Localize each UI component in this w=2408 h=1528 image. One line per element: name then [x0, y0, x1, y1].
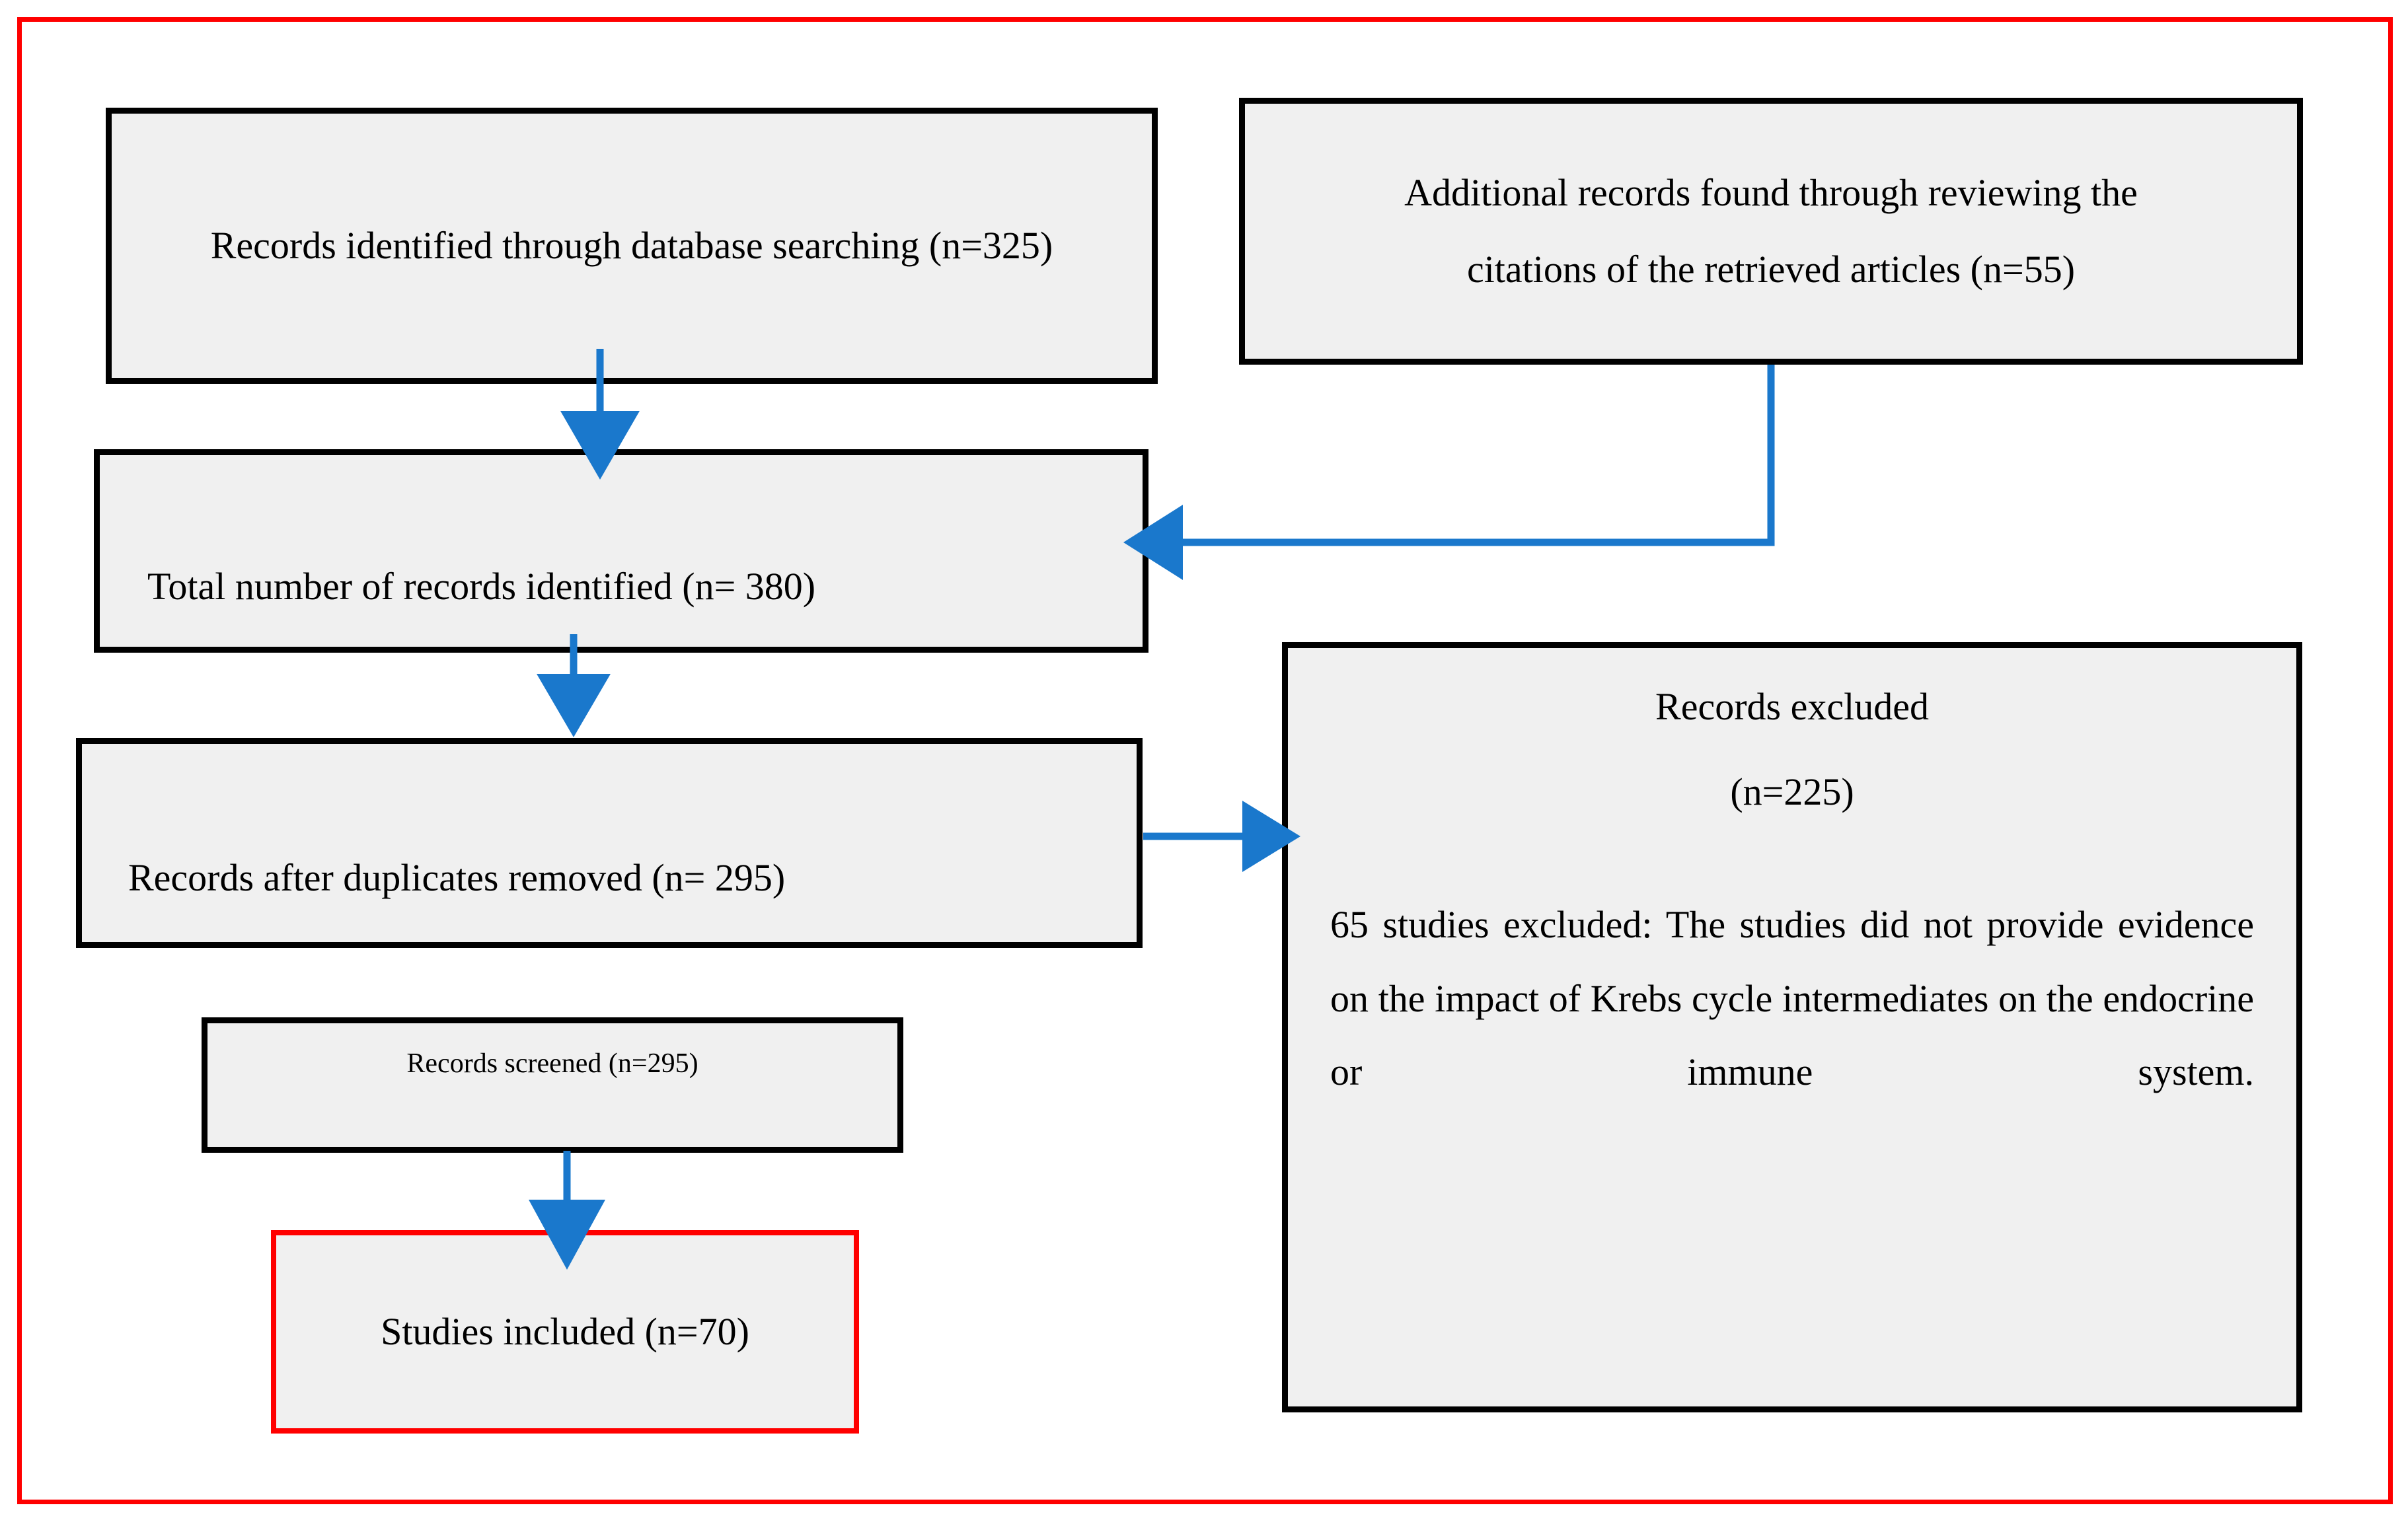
box-records-identified-database-searching-label: Records identified through database sear…	[210, 223, 1053, 267]
box-records-excluded-title: Records excluded	[1655, 685, 1929, 728]
box-studies-included-label: Studies included (n=70)	[381, 1309, 749, 1353]
box-records-excluded-detail: 65 studies excluded: The studies did not…	[1330, 903, 2254, 1094]
box-records-excluded[interactable]: Records excluded (n=225) 65 studies excl…	[1282, 642, 2302, 1412]
connector-after-duplicates-to-excluded	[1143, 801, 1300, 872]
box-records-after-duplicates-removed[interactable]: Records after duplicates removed (n= 295…	[76, 738, 1143, 948]
connector-additional-to-total	[1123, 365, 1775, 580]
box-total-records-identified-label: Total number of records identified (n= 3…	[147, 564, 816, 608]
box-records-screened-label: Records screened (n=295)	[406, 1048, 698, 1079]
box-records-excluded-count: (n=225)	[1730, 770, 1854, 813]
box-records-identified-database-searching[interactable]: Records identified through database sear…	[106, 108, 1158, 384]
box-records-screened[interactable]: Records screened (n=295)	[202, 1017, 903, 1153]
box-records-after-duplicates-removed-label: Records after duplicates removed (n= 295…	[128, 855, 786, 899]
box-studies-included[interactable]: Studies included (n=70)	[271, 1230, 859, 1434]
box-records-excluded-heading: Records excluded (n=225)	[1330, 685, 2254, 814]
box-additional-records-citations-label: Additional records found through reviewi…	[1404, 171, 2138, 291]
box-total-records-identified[interactable]: Total number of records identified (n= 3…	[94, 449, 1148, 653]
box-additional-records-citations[interactable]: Additional records found through reviewi…	[1239, 98, 2303, 365]
